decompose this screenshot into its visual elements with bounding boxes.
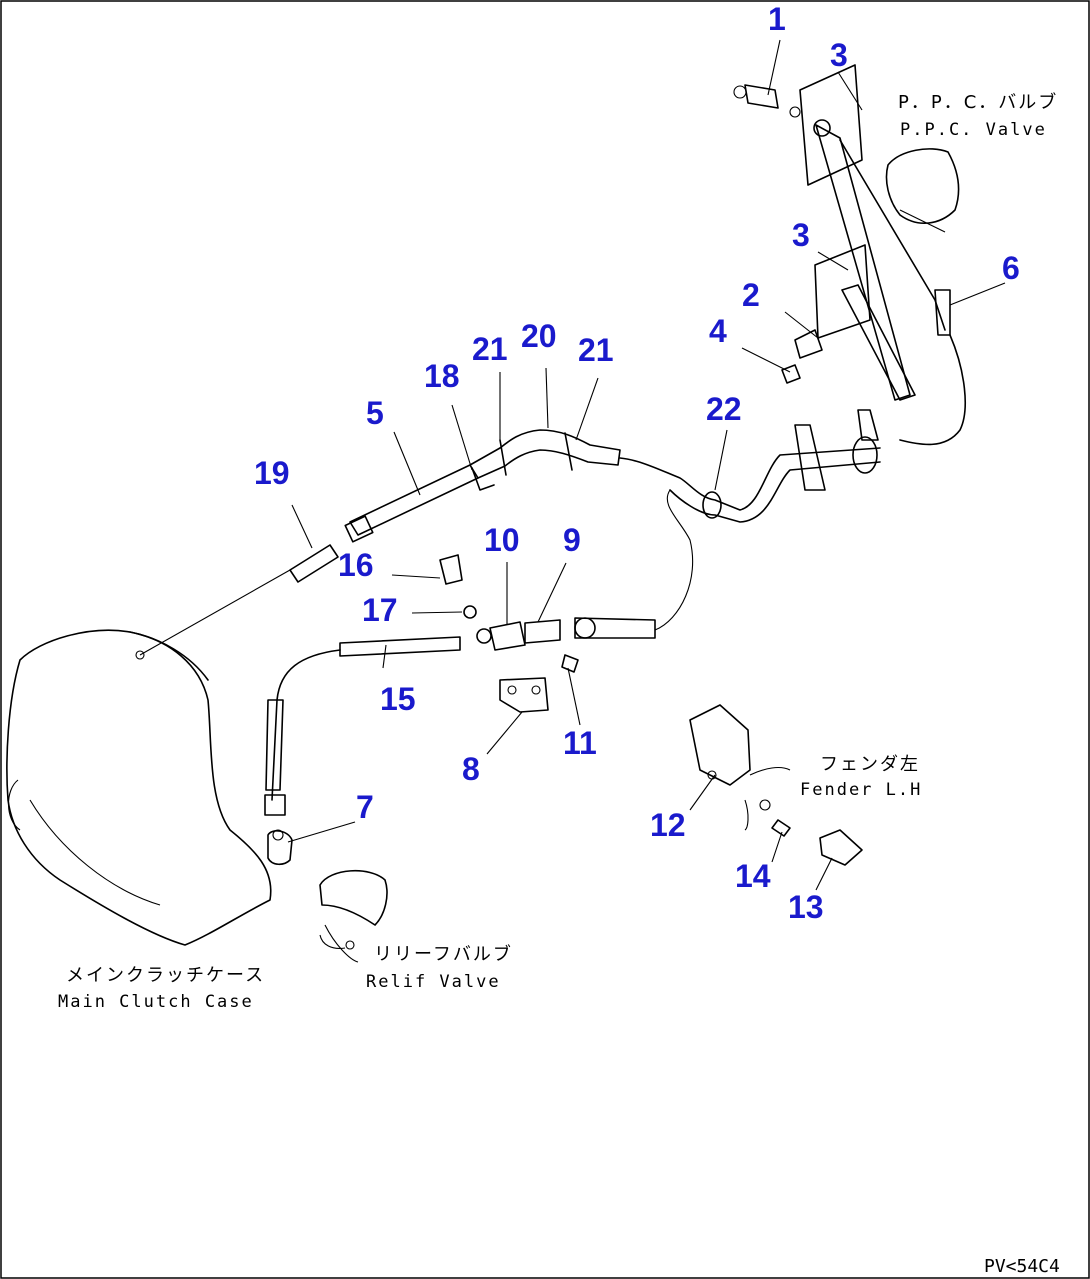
- callout-22: 22: [706, 391, 742, 427]
- fender-bracket-drawing: [689, 704, 863, 866]
- callout-numbers: 1 2 3 3 4 5 6 7 8 9 10 11 12 13 14 15 16…: [254, 1, 1020, 925]
- ppc-valve-drawing: [733, 64, 966, 446]
- leader-lines: [287, 39, 1006, 891]
- relief-valve-label-en: Relif Valve: [366, 972, 501, 992]
- callout-21: 21: [472, 331, 508, 367]
- connector-19-drawing: [139, 544, 339, 656]
- ppc-valve-label-en: P.P.C. Valve: [900, 120, 1047, 140]
- callout-6: 6: [1002, 250, 1020, 286]
- main-clutch-case-label-jp: メインクラッチケース: [66, 965, 265, 986]
- junction-block-drawing: [439, 489, 694, 713]
- callout-7: 7: [356, 789, 374, 825]
- callout-11: 11: [563, 725, 597, 761]
- ppc-valve-label-jp: P．P．C．バルブ: [898, 91, 1058, 113]
- callout-2: 2: [742, 277, 760, 313]
- callout-18: 18: [424, 358, 460, 394]
- hose-5-drawing: [344, 429, 621, 543]
- main-clutch-case-drawing: [6, 629, 272, 946]
- relief-valve-label-jp: リリーフバルブ: [374, 943, 513, 965]
- callout-10: 10: [484, 522, 520, 558]
- fender-label-en: Fender L.H: [800, 780, 922, 800]
- callout-21: 21: [578, 332, 614, 368]
- callout-9: 9: [563, 522, 581, 558]
- fender-label-jp: フェンダ左: [820, 754, 920, 775]
- figure-code: PV<54C4: [984, 1256, 1060, 1277]
- main-clutch-case-label-en: Main Clutch Case: [58, 992, 254, 1012]
- callout-17: 17: [362, 592, 398, 628]
- callout-5: 5: [366, 395, 384, 431]
- callout-14: 14: [735, 858, 771, 894]
- callout-12: 12: [650, 807, 686, 843]
- hose-15-drawing: [264, 636, 461, 866]
- callout-16: 16: [338, 547, 374, 583]
- callout-4: 4: [709, 313, 727, 349]
- callout-8: 8: [462, 751, 480, 787]
- callout-3: 3: [792, 217, 810, 253]
- relief-valve-drawing: [319, 869, 388, 963]
- callout-13: 13: [788, 889, 824, 925]
- pipe-22-drawing: [619, 409, 881, 523]
- callout-15: 15: [380, 681, 416, 717]
- callout-20: 20: [521, 318, 557, 354]
- callout-19: 19: [254, 455, 290, 491]
- callout-3: 3: [830, 37, 848, 73]
- component-labels: P．P．C．バルブ P.P.C. Valve フェンダ左 Fender L.H …: [58, 91, 1060, 1277]
- callout-1: 1: [768, 1, 786, 37]
